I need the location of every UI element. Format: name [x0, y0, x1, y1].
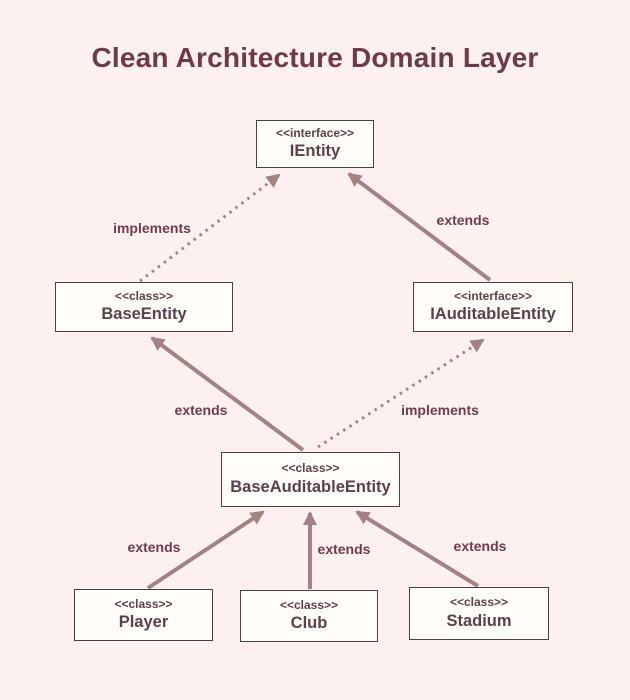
- node-name: IEntity: [289, 142, 341, 161]
- node-name: BaseAuditableEntity: [230, 477, 391, 496]
- node-name: Player: [118, 613, 169, 632]
- node-ientity: <<interface>> IEntity: [256, 120, 374, 168]
- node-stereotype: <<interface>>: [275, 125, 355, 140]
- node-base-entity: <<class>> BaseEntity: [55, 282, 233, 332]
- node-stereotype: <<class>>: [114, 596, 173, 611]
- node-base-auditable-entity: <<class>> BaseAuditableEntity: [221, 452, 400, 507]
- node-stereotype: <<interface>>: [453, 288, 533, 303]
- edge-label-extends: extends: [436, 212, 490, 228]
- edge-label-extends: extends: [127, 539, 181, 555]
- node-stereotype: <<class>>: [281, 461, 340, 476]
- node-iauditable-entity: <<interface>> IAuditableEntity: [413, 282, 573, 332]
- edge-label-extends: extends: [453, 538, 507, 554]
- edge-iauditableentity-extends-ientity: [347, 172, 492, 282]
- node-name: IAuditableEntity: [430, 305, 556, 324]
- node-stereotype: <<class>>: [279, 597, 339, 612]
- edge-label-implements: implements: [113, 220, 191, 236]
- node-player: <<class>> Player: [74, 589, 213, 641]
- node-stereotype: <<class>>: [449, 595, 509, 610]
- edge-label-extends: extends: [317, 541, 371, 557]
- edge-stadium-extends-baseauditableentity: [355, 510, 480, 588]
- node-stadium: <<class>> Stadium: [409, 587, 549, 640]
- edge-label-extends: extends: [174, 402, 228, 418]
- node-club: <<class>> Club: [240, 590, 378, 642]
- edge-label-implements: implements: [401, 402, 479, 418]
- edge-baseauditableentity-implements-iauditableentity: [317, 338, 485, 449]
- edge-baseauditableentity-extends-baseentity: [150, 336, 305, 452]
- node-name: Club: [290, 614, 328, 633]
- edge-player-extends-baseauditableentity: [146, 510, 265, 590]
- node-stereotype: <<class>>: [114, 288, 174, 303]
- page-title: Clean Architecture Domain Layer: [91, 42, 539, 73]
- node-name: BaseEntity: [101, 305, 187, 324]
- node-name: Stadium: [446, 611, 512, 630]
